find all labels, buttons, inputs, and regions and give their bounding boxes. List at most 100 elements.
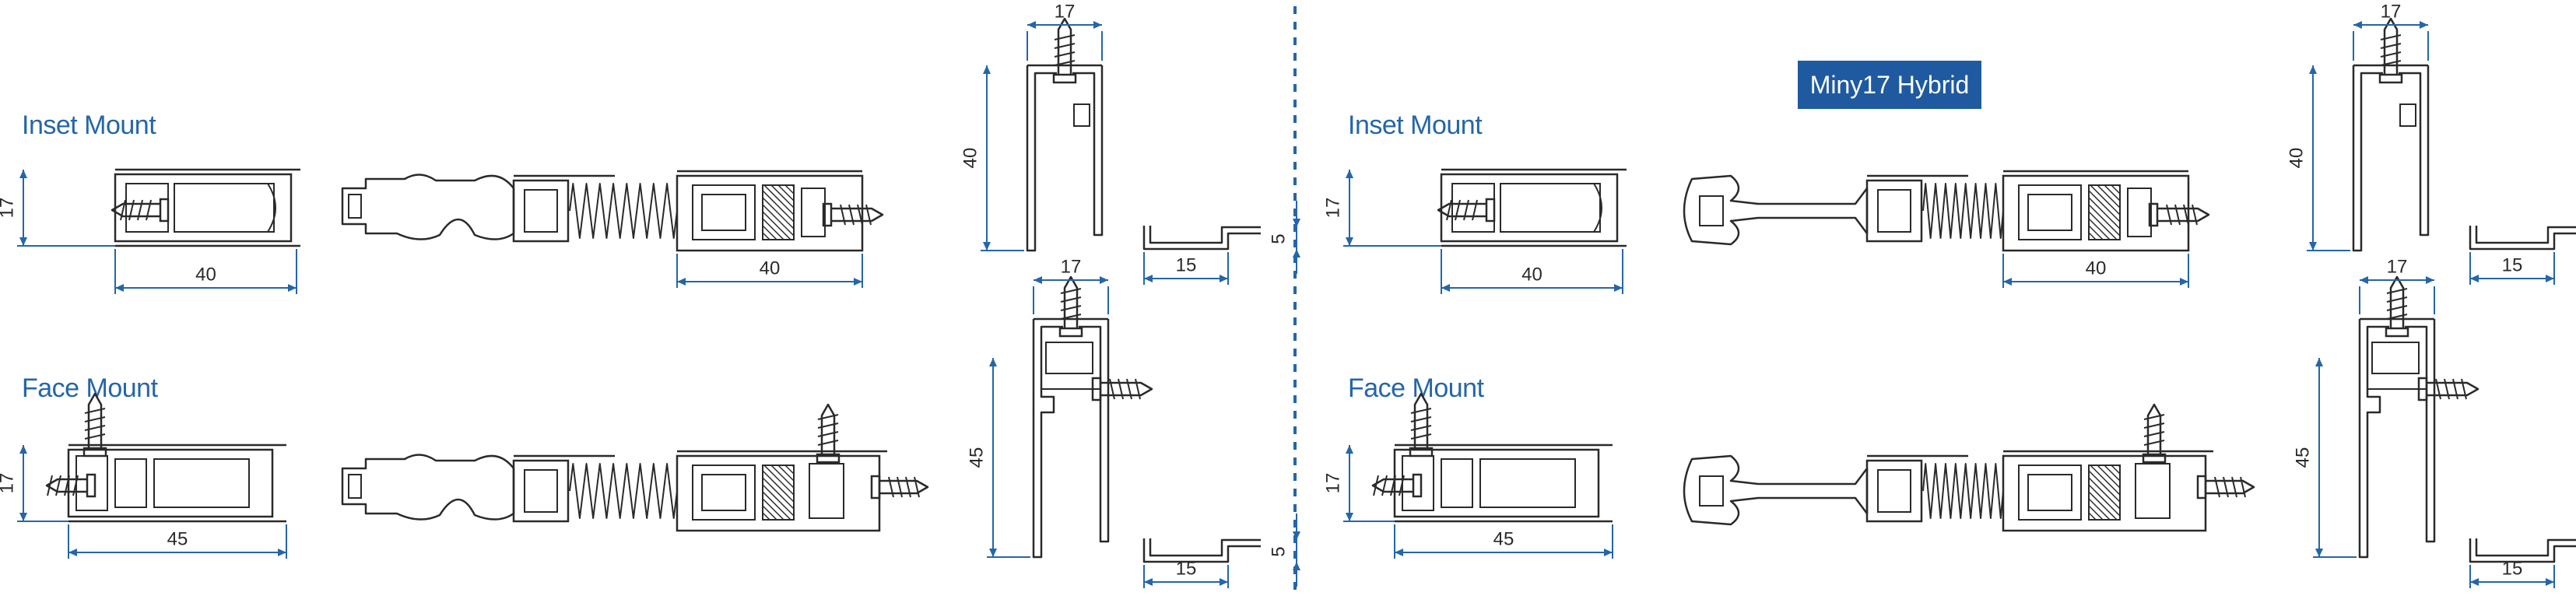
carriage-box (1865, 179, 1923, 243)
face-outline (67, 448, 274, 518)
dimension-arrow (1395, 549, 1403, 556)
screw-head (159, 198, 170, 223)
dimension-arrow (983, 65, 991, 74)
dimension-arrow (854, 278, 862, 286)
rail-top-height-dimension: 40 (2286, 65, 2350, 251)
screw-head (1485, 198, 1496, 223)
dimension-value: 17 (0, 473, 17, 494)
screw-thread (905, 476, 911, 498)
inset-outline (1440, 173, 1619, 243)
screw-head (2385, 327, 2409, 338)
hatch-line (762, 211, 791, 240)
screw-thread (2380, 43, 2402, 49)
screw-thread (1410, 416, 1432, 422)
dimension-arrow (2420, 21, 2428, 29)
screw-thread (2166, 204, 2172, 226)
screw-thread (84, 408, 106, 414)
screw-thread (72, 475, 79, 496)
screw-thread (897, 476, 903, 498)
hatch-line (762, 232, 770, 240)
screw-thread (1054, 43, 1076, 49)
hatch-line (2104, 184, 2121, 202)
bracket-top-width-dimension: 15 (2469, 252, 2555, 285)
hybrid-end-slot (1699, 475, 1724, 507)
screw-thread (1054, 34, 1076, 40)
hatch-line (2097, 465, 2121, 489)
dimension-arrow (1614, 284, 1623, 292)
screw-thread (1390, 475, 1396, 496)
screw-thread (2143, 422, 2165, 429)
bracket-profile (2469, 538, 2576, 563)
screw-thread (817, 414, 839, 420)
screw-thread (2386, 288, 2408, 294)
spring-coil (569, 183, 678, 239)
dimension-arrow (2546, 275, 2554, 282)
screw-icon (1409, 392, 1434, 458)
rail-right-leg (2399, 65, 2430, 237)
screw-thread (137, 199, 143, 221)
rail-notch (2399, 103, 2416, 127)
inset-curve (267, 183, 276, 233)
end-chamber-inner (2027, 474, 2072, 511)
end-housing (676, 174, 864, 252)
screw-shaft (2389, 275, 2405, 328)
screw-icon (45, 473, 97, 498)
dimension-arrow (1346, 237, 1353, 246)
right-inset-mount-label: Inset Mount (1348, 110, 1483, 140)
dimension-arrow (288, 284, 297, 292)
screw-head (1409, 447, 1434, 458)
dimension-arrow (1093, 21, 1102, 29)
end-chamber-inner (2027, 194, 2072, 231)
screw-head (2148, 202, 2159, 227)
inset-track-width-dimension: 40 (2002, 254, 2189, 288)
hatch-line (2088, 225, 2104, 240)
rail-right-leg (1072, 65, 1104, 237)
screw-thread (1463, 199, 1469, 221)
dimension-arrow (2360, 276, 2368, 284)
inset-chamber (1500, 183, 1601, 233)
rail-top-width-dimension: 17 (1027, 1, 1103, 61)
face-assembly (341, 403, 929, 532)
hatch-line (2088, 211, 2118, 240)
dimension-arrow (2315, 358, 2323, 366)
dimension-value: 15 (1176, 254, 1197, 275)
left-face-mount-label: Face Mount (22, 373, 158, 403)
hatch-line (2090, 184, 2121, 216)
hatch-line (777, 184, 795, 202)
hatch-line (2088, 498, 2111, 521)
screw-thread (2231, 476, 2237, 498)
dimension-arrow (1346, 513, 1353, 521)
spring (569, 183, 678, 239)
dimension-value: 45 (966, 447, 987, 468)
screw-thread (1126, 378, 1132, 400)
bracket-bottom: 155 (2469, 538, 2576, 588)
hatch-line (762, 470, 795, 503)
dimension-value: 40 (2086, 258, 2107, 279)
screw-shaft (820, 403, 836, 454)
dimension-value: 45 (167, 528, 188, 549)
screw-thread (2214, 476, 2220, 498)
carriage-inner (1877, 469, 1911, 513)
face-assembly (1683, 403, 2255, 532)
bracket-top: 155 (2469, 226, 2576, 285)
face-chamber (1479, 458, 1576, 508)
hatch-line (784, 465, 795, 475)
spring-coil (1922, 183, 2004, 239)
screw-thread (1109, 378, 1115, 400)
screw-icon (2148, 202, 2210, 227)
screw-thread (1373, 475, 1379, 496)
bracket-profile (1142, 226, 1261, 251)
carriage-box (512, 459, 570, 523)
left-inset-mount-label: Inset Mount (22, 110, 156, 140)
screw-head (1091, 377, 1102, 401)
dimension-value: 15 (2502, 558, 2523, 579)
rail-left-leg (2358, 319, 2389, 559)
face-chamber (114, 458, 147, 508)
screw-icon (111, 198, 170, 223)
hatch-line (2104, 465, 2121, 482)
dimension-arrow (983, 242, 991, 251)
dimension-value: 17 (1061, 256, 1082, 277)
screw-thread (817, 422, 839, 429)
screw-thread (2223, 476, 2229, 498)
